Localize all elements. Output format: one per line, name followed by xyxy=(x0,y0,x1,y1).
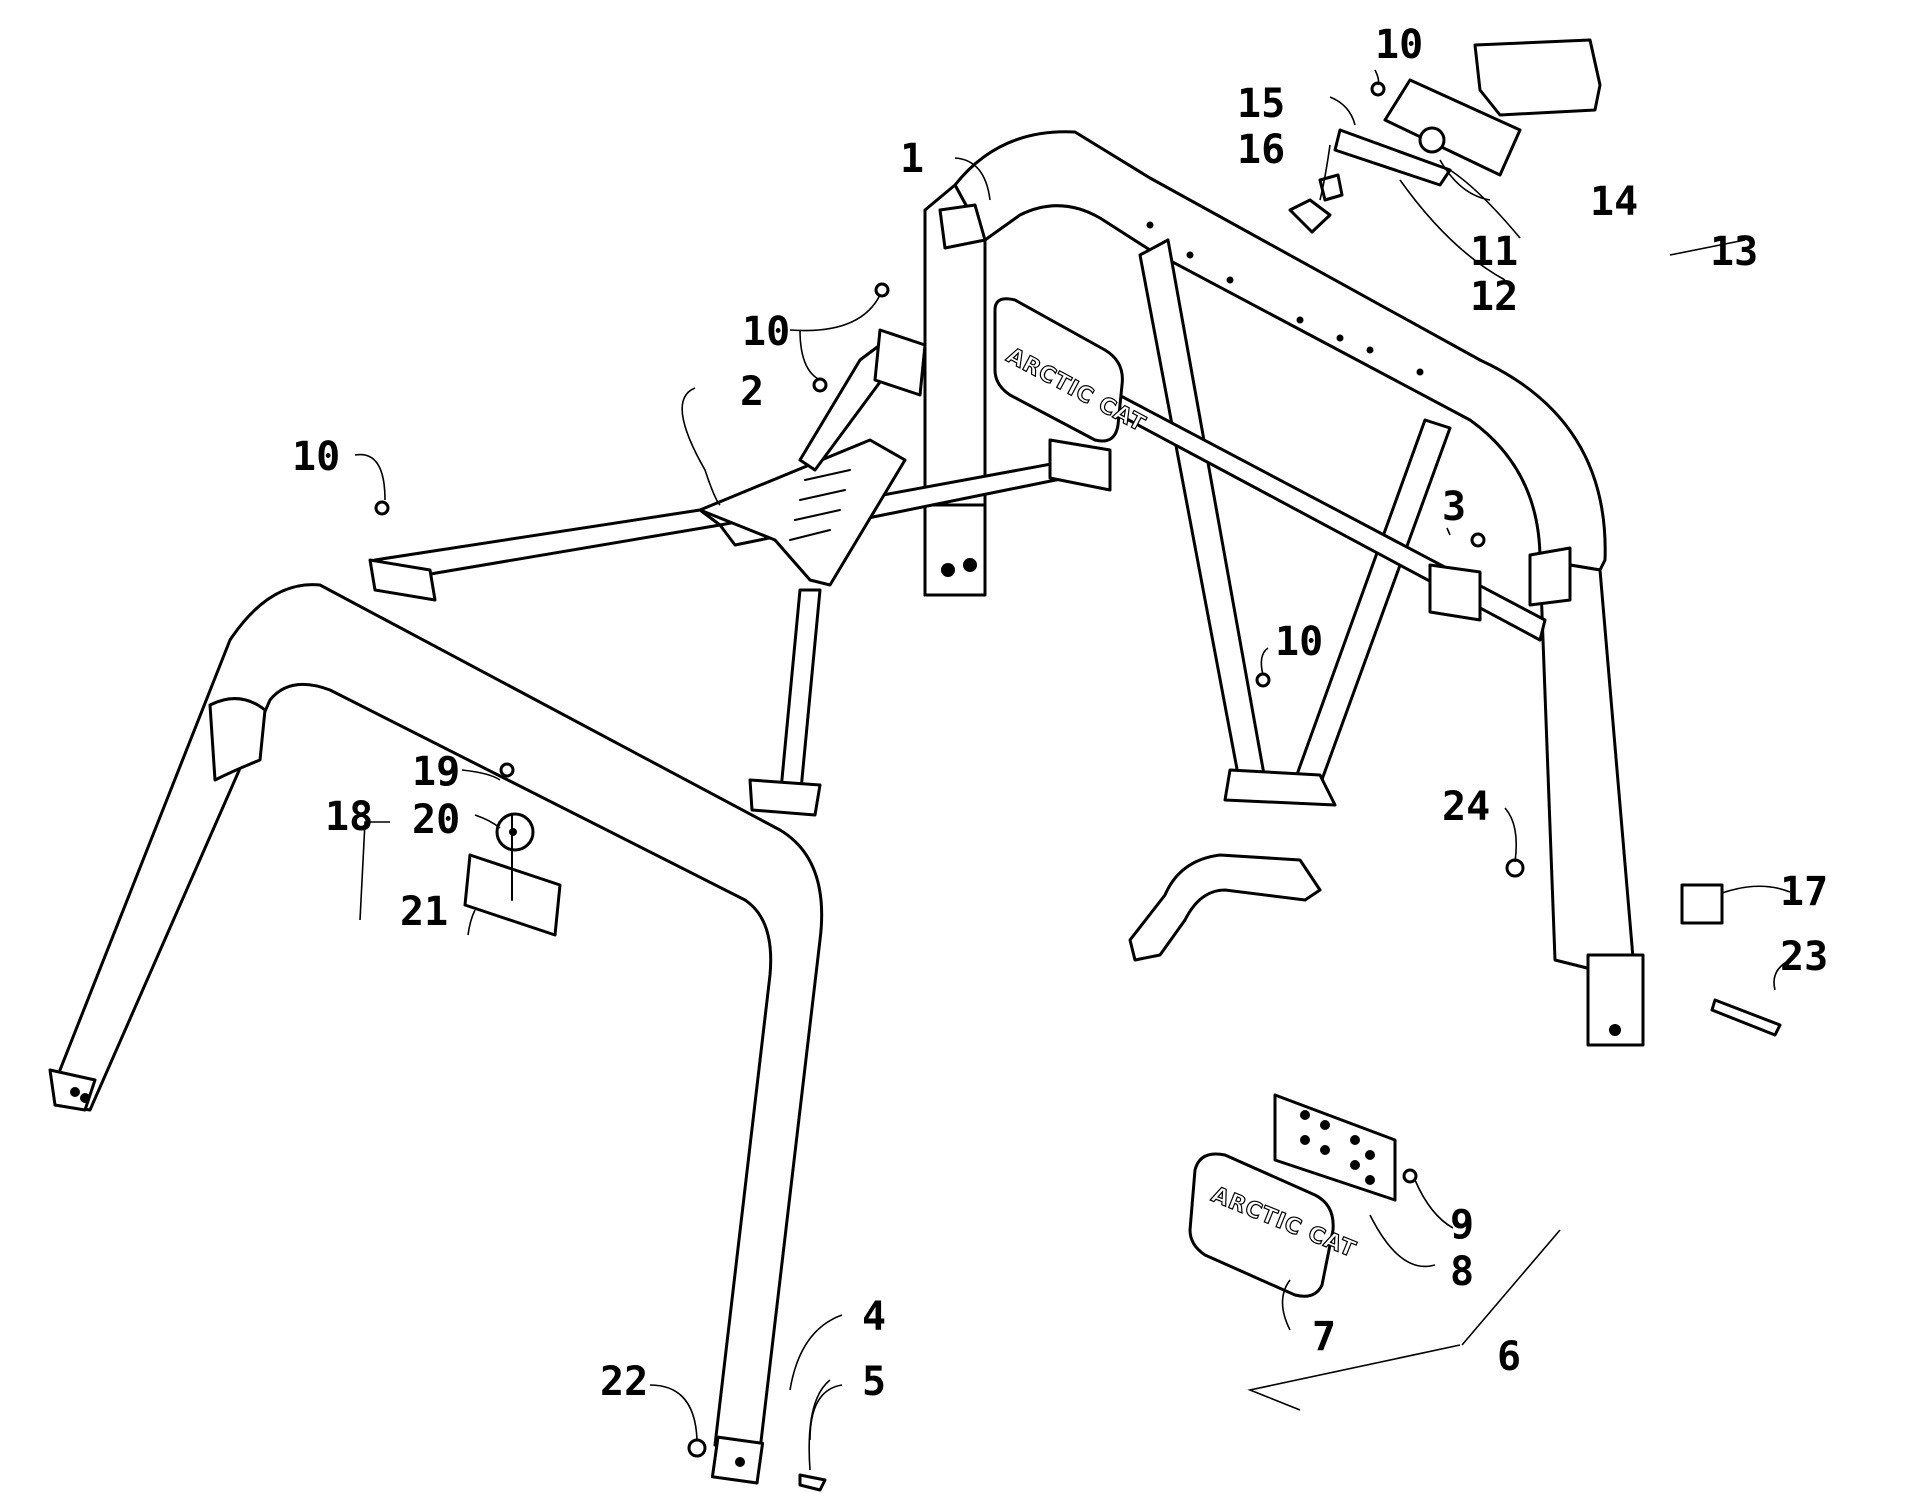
callout-16: 16 xyxy=(1237,127,1285,173)
tube-holes xyxy=(1146,221,1424,376)
callout-19: 19 xyxy=(412,749,460,795)
callout-14: 14 xyxy=(1590,179,1638,225)
callout-4: 4 xyxy=(862,1294,886,1340)
callouts: 1 2 3 4 5 6 7 8 9 10 10 10 10 11 12 13 1… xyxy=(292,22,1828,1405)
callout-18: 18 xyxy=(325,794,373,840)
callout-5: 5 xyxy=(862,1359,886,1405)
callout-9: 9 xyxy=(1450,1202,1474,1248)
leader-lines xyxy=(354,69,1791,1471)
callout-1: 1 xyxy=(900,136,924,182)
callout-10-left: 10 xyxy=(292,434,340,480)
front-roll-bar xyxy=(48,583,824,1485)
callout-12: 12 xyxy=(1470,274,1518,320)
pad-kit: ARCTIC CAT xyxy=(1188,1093,1397,1298)
callout-2: 2 xyxy=(740,369,764,415)
callout-13: 13 xyxy=(1710,229,1758,275)
callout-10-top: 10 xyxy=(1375,22,1423,68)
callout-22: 22 xyxy=(600,1359,648,1405)
callout-11: 11 xyxy=(1470,229,1518,275)
rear-pad: ARCTIC CAT xyxy=(993,297,1150,443)
decal-square xyxy=(1680,883,1724,925)
rear-roll-bar xyxy=(923,130,1645,1047)
callout-20: 20 xyxy=(412,797,460,843)
callout-24: 24 xyxy=(1442,784,1490,830)
light-assembly xyxy=(1288,38,1602,234)
plate-holes xyxy=(1300,1110,1375,1185)
callout-3: 3 xyxy=(1442,484,1466,530)
mirror-assembly xyxy=(463,762,562,937)
callout-8: 8 xyxy=(1450,1249,1474,1295)
callout-10-strut: 10 xyxy=(1275,619,1323,665)
callout-23: 23 xyxy=(1780,934,1828,980)
callout-21: 21 xyxy=(400,889,448,935)
x-brace xyxy=(368,328,1112,817)
callout-7: 7 xyxy=(1312,1314,1336,1360)
step-bracket xyxy=(1128,853,1322,962)
callout-6: 6 xyxy=(1497,1334,1521,1380)
callout-17: 17 xyxy=(1780,869,1828,915)
callout-10-brace: 10 xyxy=(742,309,790,355)
callout-15: 15 xyxy=(1237,81,1285,127)
